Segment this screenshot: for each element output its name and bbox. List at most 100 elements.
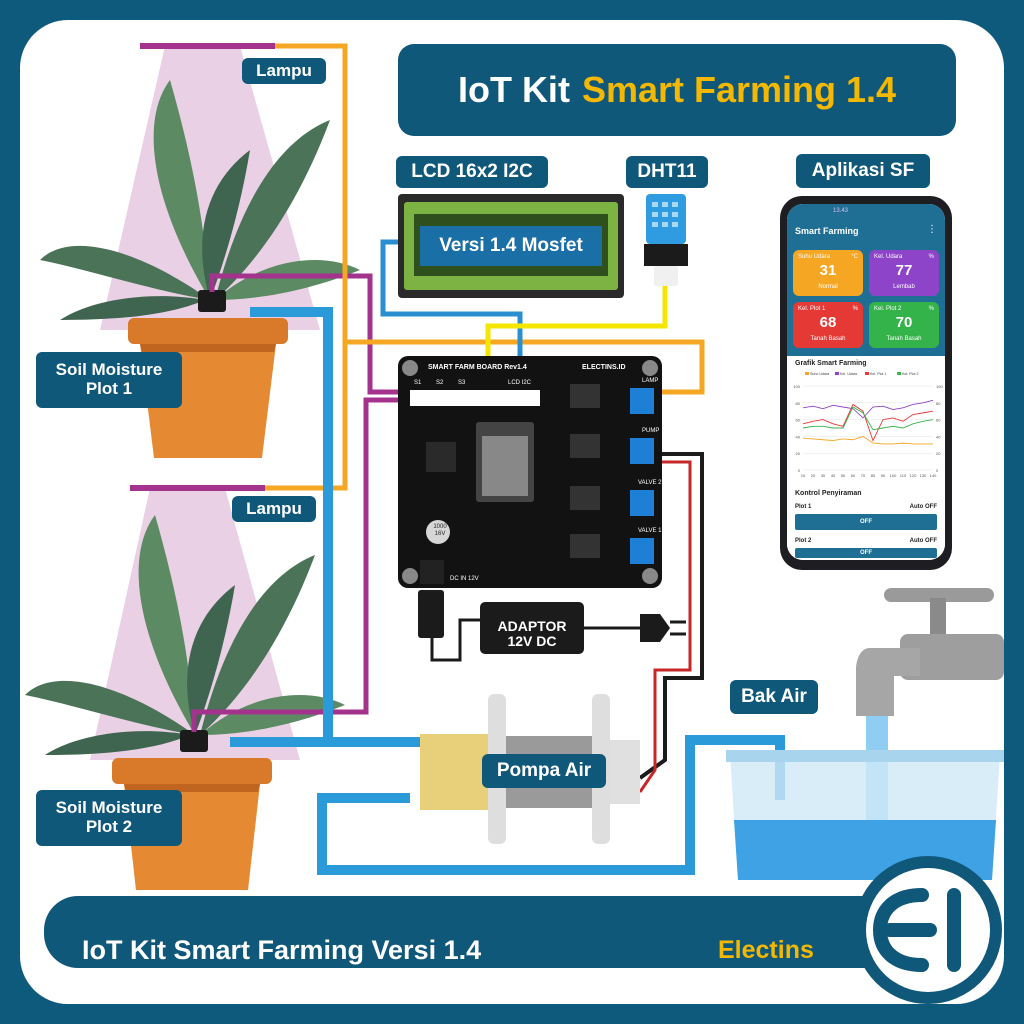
tile-value: 77 bbox=[895, 262, 913, 279]
tile-name: Kel. Plot 2 bbox=[874, 306, 902, 312]
sensor-tiles: Suhu Udara °C 31 Normal Kel. Udara % 77 … bbox=[787, 248, 945, 356]
app-bar: 13.43 Smart Farming ⋮ bbox=[787, 204, 945, 248]
board-name: SMART FARM BOARD Rev1.4 bbox=[428, 364, 527, 371]
tile-status: Tanah Basah bbox=[886, 336, 922, 342]
tile-unit: °C bbox=[851, 254, 858, 260]
board-output-valve1: VALVE 1 bbox=[638, 528, 662, 534]
legend-swatch bbox=[865, 372, 869, 375]
tile-unit: % bbox=[928, 254, 934, 260]
y-tick-label: 40 bbox=[796, 434, 801, 439]
board-port-s3: S3 bbox=[458, 380, 466, 386]
wire-lcd-blue bbox=[380, 239, 523, 402]
tile-unit: % bbox=[852, 306, 858, 312]
plot-2-off-button[interactable]: OFF bbox=[795, 548, 937, 558]
footer-brand: Electins bbox=[718, 935, 814, 964]
legend-label: Kel. Plot 1 bbox=[870, 372, 886, 376]
x-tick-label: 10 bbox=[801, 473, 806, 478]
diagram-panel: IoT Kit Smart Farming 1.4 Lampu Lampu So… bbox=[20, 20, 1004, 1004]
board-port-lcd: LCD I2C bbox=[508, 380, 532, 386]
x-tick-label: 30 bbox=[821, 473, 826, 478]
y-tick-label: 80 bbox=[796, 401, 801, 406]
plot-1-label: Plot 1 bbox=[795, 504, 812, 510]
board-output-pump: PUMP bbox=[642, 428, 660, 434]
x-tick-label: 20 bbox=[811, 473, 816, 478]
adaptor-box bbox=[480, 602, 584, 654]
label-pump: Pompa Air bbox=[482, 754, 606, 788]
dc-cable bbox=[430, 618, 480, 662]
phone-screen: 13.43 Smart Farming ⋮ Suhu Udara °C 31 N… bbox=[787, 204, 945, 560]
plot-2-mode: Auto OFF bbox=[909, 538, 937, 544]
x-tick-label: 90 bbox=[881, 473, 886, 478]
board-brand: ELECTINS.ID bbox=[582, 364, 626, 371]
label-soil-2: Soil Moisture Plot 2 bbox=[36, 790, 182, 846]
x-tick-label: 50 bbox=[841, 473, 846, 478]
label-lampu-2: Lampu bbox=[232, 496, 316, 522]
x-tick-label: 140 bbox=[930, 473, 937, 478]
board-output-valve2: VALVE 2 bbox=[638, 480, 662, 486]
series-line bbox=[802, 406, 934, 431]
smart-farm-board bbox=[398, 356, 662, 588]
tile-plot-1: Kel. Plot 1 % 68 Tanah Basah bbox=[793, 302, 863, 348]
board-capacitor: 1000 16V bbox=[433, 524, 447, 537]
y-tick-label: 20 bbox=[796, 451, 801, 456]
label-soil-1: Soil Moisture Plot 1 bbox=[36, 352, 182, 408]
pipe-plot-1 bbox=[230, 307, 333, 747]
series-line bbox=[802, 399, 934, 419]
x-tick-label: 60 bbox=[851, 473, 856, 478]
label-adaptor: ADAPTOR 12V DC bbox=[497, 617, 567, 649]
y-tick-label-right: 80 bbox=[936, 401, 941, 406]
tile-kel-udara: Kel. Udara % 77 Lembab bbox=[869, 250, 939, 296]
y-tick-label-right: 40 bbox=[936, 434, 941, 439]
plant-1 bbox=[40, 80, 360, 320]
board-port-s1: S1 bbox=[414, 380, 422, 386]
tile-plot-2: Kel. Plot 2 % 70 Tanah Basah bbox=[869, 302, 939, 348]
phone: 13.43 Smart Farming ⋮ Suhu Udara °C 31 N… bbox=[780, 196, 952, 570]
title-prefix: IoT Kit bbox=[457, 69, 570, 110]
tile-status: Normal bbox=[818, 284, 838, 290]
water-tank bbox=[726, 750, 1004, 880]
x-tick-label: 70 bbox=[861, 473, 866, 478]
plot-2-label: Plot 2 bbox=[795, 538, 812, 544]
label-tank: Bak Air bbox=[730, 680, 818, 714]
x-tick-label: 80 bbox=[871, 473, 876, 478]
legend-label: Kel. Plot 2 bbox=[902, 372, 918, 376]
legend-swatch bbox=[835, 372, 839, 375]
board-output-lamp: LAMP bbox=[642, 378, 659, 384]
y-tick-label-right: 100 bbox=[936, 384, 943, 389]
x-tick-label: 120 bbox=[910, 473, 917, 478]
legend-swatch bbox=[897, 372, 902, 375]
x-tick-label: 100 bbox=[890, 473, 897, 478]
y-tick-label-right: 20 bbox=[936, 451, 941, 456]
lamp-light-1 bbox=[100, 46, 320, 330]
title-highlight: Smart Farming 1.4 bbox=[581, 69, 897, 110]
tile-name: Kel. Plot 1 bbox=[798, 306, 826, 312]
board-port-s2: S2 bbox=[436, 380, 444, 386]
plot-1-off-button[interactable]: OFF bbox=[795, 514, 937, 530]
y-tick-label: 0 bbox=[798, 468, 801, 473]
y-tick-label: 60 bbox=[796, 418, 801, 423]
footer-bar bbox=[44, 896, 904, 968]
tile-name: Kel. Udara bbox=[874, 254, 903, 260]
wire-lamp-1 bbox=[275, 43, 705, 395]
chart-card: Grafik Smart Farming 0 0 20 20 40 40 60 60 80 80 1… bbox=[787, 356, 945, 484]
y-tick-label-right: 0 bbox=[936, 468, 939, 473]
tile-value: 68 bbox=[819, 314, 837, 331]
chart-title: Grafik Smart Farming bbox=[795, 360, 867, 367]
plot-1-mode: Auto OFF bbox=[909, 504, 937, 510]
label-dht: DHT11 bbox=[626, 156, 708, 188]
label-lcd: LCD 16x2 I2C bbox=[396, 156, 548, 188]
lcd-module bbox=[398, 194, 624, 298]
title-banner: IoT Kit Smart Farming 1.4 bbox=[398, 44, 956, 136]
control-card: Kontrol Penyiraman Plot 1 Auto OFF OFF P… bbox=[787, 486, 945, 560]
more-vert-icon[interactable]: ⋮ bbox=[927, 224, 937, 235]
logo-icon bbox=[872, 888, 961, 972]
tile-name: Suhu Udara bbox=[798, 254, 831, 260]
control-title: Kontrol Penyiraman bbox=[795, 490, 862, 497]
soil-sensor-2 bbox=[180, 730, 208, 752]
x-tick-label: 110 bbox=[900, 473, 907, 478]
y-tick-label-right: 60 bbox=[936, 418, 941, 423]
x-tick-label: 130 bbox=[920, 473, 927, 478]
series-line bbox=[802, 403, 934, 442]
